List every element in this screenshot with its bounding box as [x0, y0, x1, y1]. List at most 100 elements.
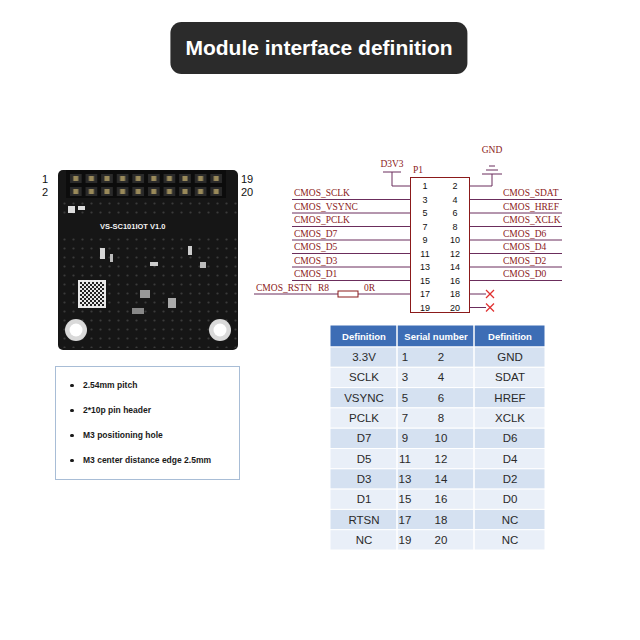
schematic-wire: [292, 280, 410, 281]
camera-module-photo: [100, 248, 105, 259]
table-cell: NC: [502, 534, 519, 546]
table-header: Definition: [342, 331, 386, 342]
schematic-wire: [292, 240, 410, 241]
pin-table-grid: [330, 449, 545, 469]
title-text: Module interface definition: [185, 35, 452, 61]
schematic-wire: [470, 174, 492, 186]
resistor-symbol: [338, 291, 358, 297]
table-cell: GND: [497, 351, 523, 363]
spec-item: M3 positioning hole: [83, 430, 229, 440]
camera-module-photo: [58, 170, 238, 350]
pin-table-grid: [330, 489, 545, 509]
silkscreen-text: VS-SC101IOT V1.0: [100, 222, 165, 231]
pin-number: 6: [452, 209, 457, 218]
table-cell: D1: [357, 493, 372, 505]
table-cell: HREF: [494, 392, 525, 404]
table-cell: 12: [435, 453, 448, 465]
schematic-wire: [292, 213, 410, 214]
camera-module-photo: [140, 290, 150, 298]
pin-number: 1: [422, 182, 427, 191]
table-cell: RTSN: [348, 514, 379, 526]
pin-number: 10: [450, 236, 460, 245]
schematic-wire: [383, 172, 401, 173]
net-label: CMOS_D3: [294, 256, 337, 266]
camera-module-photo: [110, 254, 113, 262]
net-label: CMOS_PCLK: [294, 215, 350, 225]
net-label: CMOS_D2: [503, 256, 546, 266]
schematic-wire: [470, 199, 562, 200]
net-label: CMOS_D1: [294, 269, 337, 279]
pin-number: 17: [420, 290, 430, 299]
pin-number: 20: [241, 186, 253, 198]
schematic-wire: [292, 226, 410, 227]
part-reference: P1: [413, 165, 423, 175]
pin-number: 13: [420, 263, 430, 272]
pin-number: 20: [450, 303, 460, 312]
title-banner: Module interface definition: [170, 22, 467, 74]
table-cell: 15: [399, 493, 412, 505]
pin-table-grid: [330, 325, 545, 550]
table-cell: D7: [357, 432, 372, 444]
camera-module-photo: [65, 319, 87, 341]
camera-module-photo: [78, 206, 85, 210]
schematic-wire: [482, 174, 502, 175]
schematic-wire: [470, 294, 486, 295]
schematic-wire: [392, 172, 410, 186]
net-label: CMOS_XCLK: [503, 215, 561, 225]
resistor-value: 0R: [364, 283, 375, 293]
table-cell: SCLK: [349, 371, 379, 383]
table-cell: VSYNC: [344, 392, 384, 404]
no-connect-mark: [486, 290, 494, 312]
table-cell: SDAT: [495, 371, 525, 383]
pin-number: 7: [422, 222, 427, 231]
table-cell: 1: [402, 351, 408, 363]
table-cell: D2: [503, 473, 518, 485]
net-label: CMOS_RSTN: [256, 283, 312, 293]
table-cell: D5: [357, 453, 372, 465]
no-connect-mark: [486, 304, 494, 312]
schematic-wire: [489, 166, 495, 167]
pin-number: 14: [450, 263, 460, 272]
schematic-wire: [292, 199, 410, 200]
net-label: CMOS_D5: [294, 242, 337, 252]
camera-module-photo: [150, 262, 158, 266]
schematic-wire: [358, 294, 410, 295]
camera-module-photo: [188, 246, 192, 255]
table-cell: 9: [402, 432, 408, 444]
camera-module-photo: [78, 280, 106, 308]
pin-table-grid: [330, 469, 545, 489]
pin-table-grid: [330, 367, 545, 387]
pin-number: 12: [450, 249, 460, 258]
table-cell: 3.3V: [352, 351, 376, 363]
table-cell: 10: [435, 432, 448, 444]
table-cell: 5: [402, 392, 408, 404]
schematic-wire: [470, 213, 562, 214]
net-label: CMOS_D4: [503, 242, 546, 252]
resistor-ref: R8: [318, 283, 329, 293]
net-label: CMOS_SDAT: [503, 188, 558, 198]
net-label: CMOS_D0: [503, 269, 546, 279]
pin-table-grid: [330, 408, 545, 428]
table-cell: D4: [503, 453, 518, 465]
pin-number: 19: [241, 173, 253, 185]
camera-module-photo: [214, 324, 227, 337]
camera-module-photo: [58, 236, 238, 348]
spec-item: 2.54mm pitch: [83, 380, 229, 390]
net-label: CMOS_VSYNC: [294, 202, 358, 212]
table-cell: 11: [399, 453, 411, 465]
camera-module-photo: [68, 206, 75, 213]
camera-module-photo: [58, 170, 238, 350]
pin-number: 9: [422, 236, 427, 245]
pin-table-grid: [330, 388, 545, 408]
table-cell: 14: [435, 473, 448, 485]
net-label: CMOS_D6: [503, 229, 546, 239]
camera-module-photo: [168, 298, 176, 308]
pin-table-grid: [330, 509, 545, 529]
pin-number: 2: [452, 182, 457, 191]
pin-number: 2: [42, 186, 48, 198]
table-cell: 18: [435, 514, 448, 526]
table-cell: 17: [399, 514, 412, 526]
pin-number: 11: [420, 249, 429, 258]
